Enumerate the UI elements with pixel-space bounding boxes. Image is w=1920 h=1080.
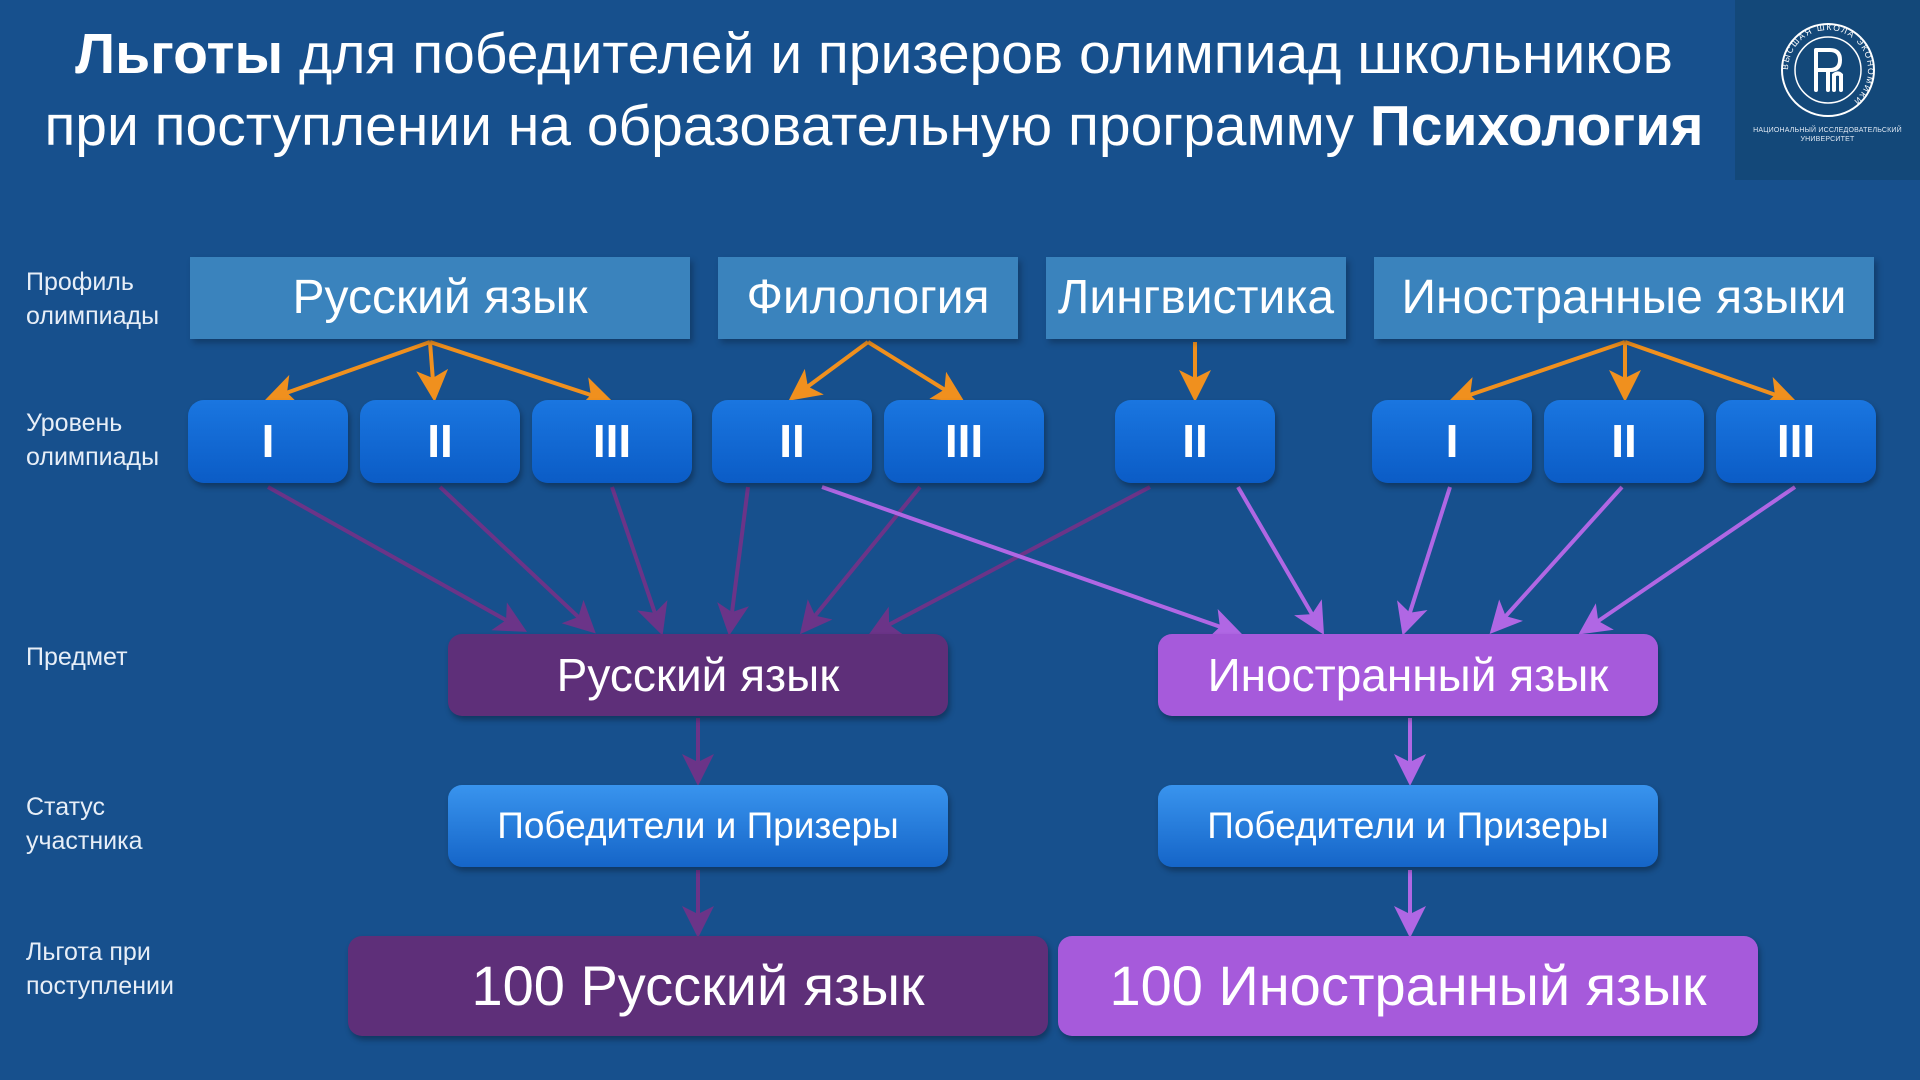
benefit-russian: 100 Русский язык xyxy=(348,936,1048,1036)
row-label-benefit: Льгота при поступлении xyxy=(26,938,174,1000)
level-russian-1: I xyxy=(188,400,348,483)
hse-logo: ВЫСШАЯ ШКОЛА ЭКОНОМИКИ НАЦИОНАЛЬНЫЙ ИССЛ… xyxy=(1735,0,1920,180)
level-philology-2: II xyxy=(712,400,872,483)
profile-to-level-arrows xyxy=(264,340,1798,408)
level-linguistics-2: II xyxy=(1115,400,1275,483)
level-foreign-3: III xyxy=(1716,400,1876,483)
profile-philology: Филология xyxy=(718,257,1018,339)
profile-foreign-languages: Иностранные языки xyxy=(1374,257,1874,339)
status-foreign: Победители и Призеры xyxy=(1158,785,1658,867)
level-russian-2: II xyxy=(360,400,520,483)
title-line-1: Льготы для победителей и призеров олимпи… xyxy=(75,22,1673,86)
page-title: Льготы для победителей и призеров олимпи… xyxy=(24,18,1724,162)
level-foreign-1: I xyxy=(1372,400,1532,483)
row-label-profile: Профиль олимпиады xyxy=(26,268,160,330)
hse-emblem-icon: ВЫСШАЯ ШКОЛА ЭКОНОМИКИ xyxy=(1779,22,1875,117)
level-foreign-2: II xyxy=(1544,400,1704,483)
profile-russian: Русский язык xyxy=(190,257,690,339)
benefit-foreign: 100 Иностранный язык xyxy=(1058,936,1758,1036)
row-label-status: Статус участника xyxy=(26,793,143,855)
title-line-2: при поступлении на образовательную прогр… xyxy=(44,94,1704,158)
profile-linguistics: Лингвистика xyxy=(1046,257,1346,339)
subject-foreign: Иностранный язык xyxy=(1158,634,1658,716)
logo-caption: НАЦИОНАЛЬНЫЙ ИССЛЕДОВАТЕЛЬСКИЙ УНИВЕРСИТ… xyxy=(1753,127,1902,143)
subject-russian: Русский язык xyxy=(448,634,948,716)
level-to-foreign-arrows xyxy=(821,485,1797,938)
level-to-russian-arrows xyxy=(267,485,1151,938)
row-label-level: Уровень олимпиады xyxy=(26,409,160,471)
level-russian-3: III xyxy=(532,400,692,483)
status-russian: Победители и Призеры xyxy=(448,785,948,867)
level-philology-3: III xyxy=(884,400,1044,483)
row-label-subject: Предмет xyxy=(26,643,128,671)
